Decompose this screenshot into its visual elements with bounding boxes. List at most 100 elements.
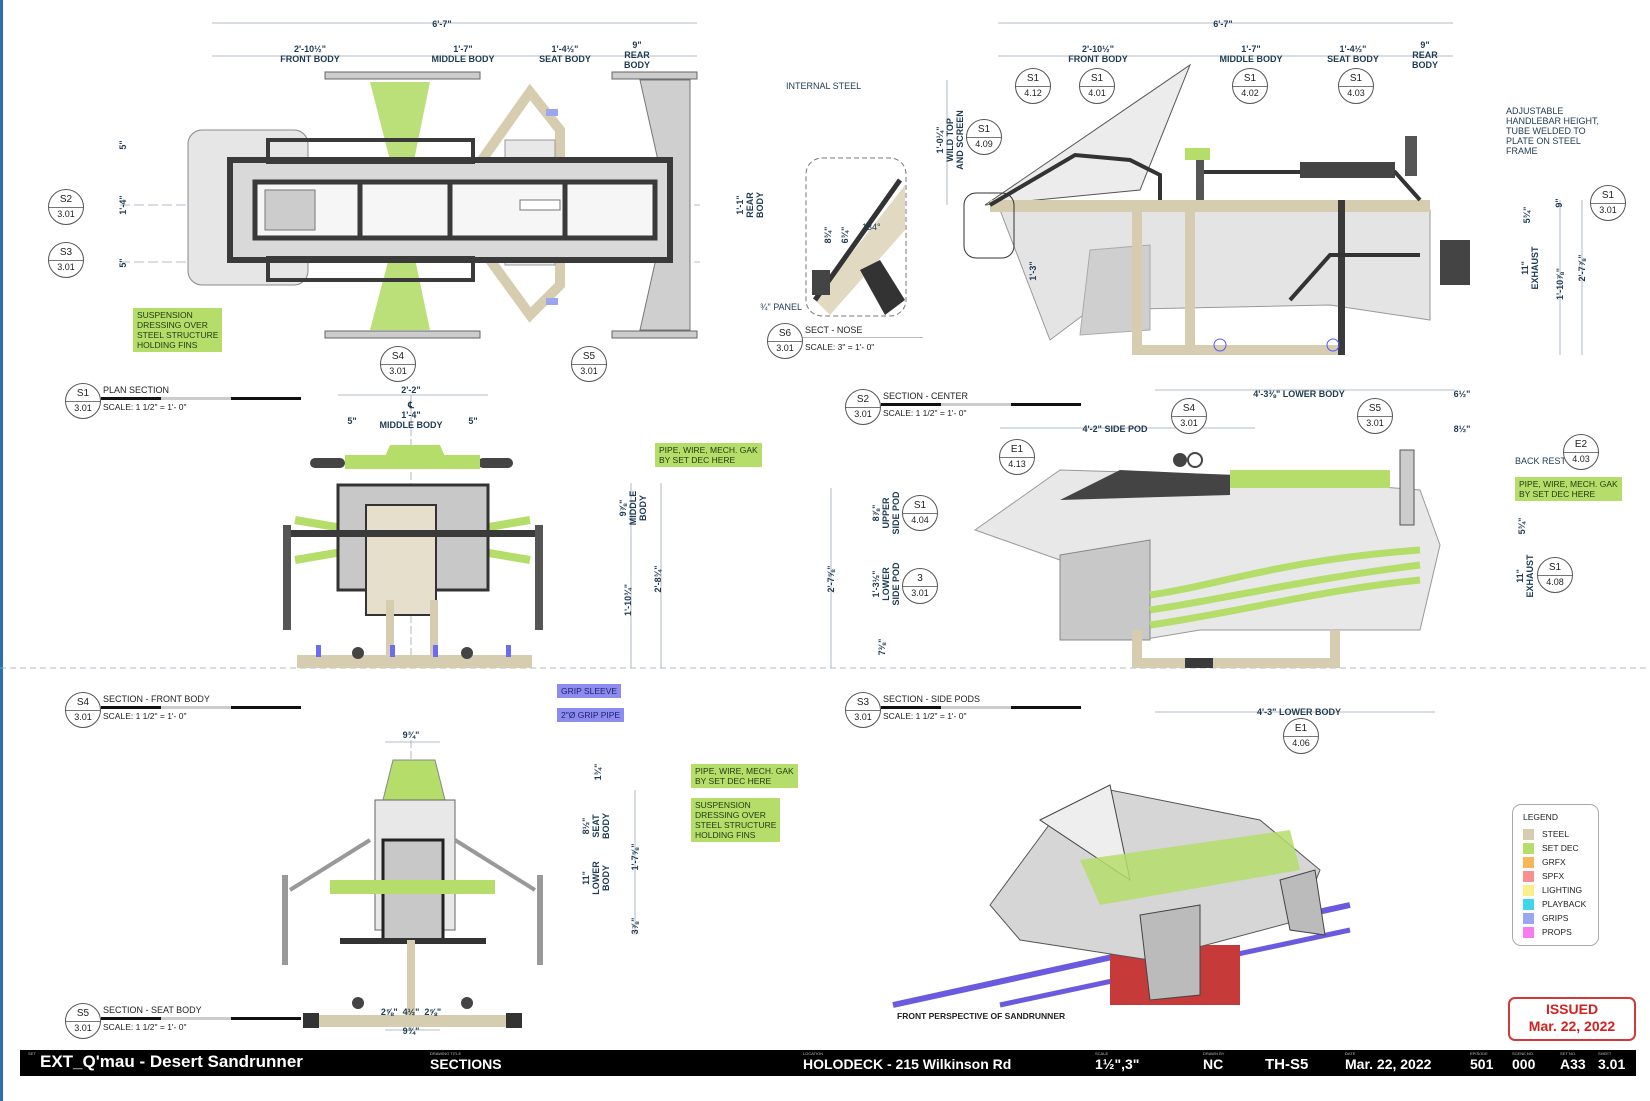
pods-dim-exhaust: 11" EXHAUST (1515, 554, 1535, 598)
pods-dim-upper: 8⅞" UPPER SIDE POD (871, 491, 901, 535)
note-handlebar: ADJUSTABLE HANDLEBAR HEIGHT, TUBE WELDED… (1506, 106, 1600, 156)
sheet-code: TH-S5 (1265, 1056, 1309, 1073)
legend-item: GRIPS (1523, 913, 1568, 925)
center-dim-9: 9" (1554, 198, 1564, 208)
center-dim-1-3: 1'-3" (1028, 261, 1038, 281)
section-name: PLAN SECTION (103, 385, 170, 395)
callout-sheet: 3.01 (572, 364, 606, 378)
issued-stamp: ISSUED Mar. 22, 2022 (1508, 997, 1636, 1041)
callout-sheet: 4.08 (1538, 575, 1572, 589)
center-dim-front-body: 2'-10½" FRONT BODY (1068, 44, 1128, 64)
nose-dim-1: 8¾" (823, 226, 833, 244)
section-sheet: 3.01 (846, 710, 880, 724)
pods-dim-side-pod: 4'-2" SIDE POD (1082, 424, 1148, 434)
section-id: S5 (76, 1008, 90, 1019)
pods-dim-8-1-2: 8½" (1453, 424, 1471, 434)
callout-sheet: 3.01 (1172, 416, 1206, 430)
callout-sheet: 4.02 (1233, 86, 1267, 100)
note-grip-pipe: 2"Ø GRIP PIPE (557, 708, 625, 722)
section-id: S1 (76, 388, 90, 399)
scale-caption: SCALE (1095, 1051, 1109, 1056)
drawn-by: NC (1203, 1056, 1224, 1072)
section-id: S2 (856, 394, 870, 405)
callout-sheet: 3.01 (1358, 416, 1392, 430)
callout-id: E2 (1574, 439, 1588, 450)
seat-dim-height: 1'-7⅝" (630, 843, 640, 871)
plan-dim-seat-body: 1'-4½" SEAT BODY (539, 44, 591, 64)
section-bubble: S5 3.01 (65, 1003, 101, 1039)
section-sheet: 3.01 (768, 341, 802, 355)
front-dim-right-5: 5" (468, 416, 478, 426)
sheet-caption: SHEET (1598, 1051, 1612, 1056)
callout-s4-center[interactable]: S4 3.01 (1171, 398, 1207, 434)
set-no-caption: SET NO. (1560, 1051, 1576, 1056)
note-internal-steel: INTERNAL STEEL (786, 81, 862, 91)
callout-s5-center[interactable]: S5 3.01 (1357, 398, 1393, 434)
section-name: SECTION - SIDE PODS (883, 694, 981, 704)
section-scale: SCALE: 1 1/2" = 1'- 0" (883, 408, 967, 418)
pods-dim-bottom: 7⅜" (877, 638, 887, 656)
page-edge (0, 0, 3, 1101)
callout-id: S5 (1368, 403, 1382, 414)
callout-sheet: 4.03 (1339, 86, 1373, 100)
center-dim-seat-body: 1'-4½" SEAT BODY (1327, 44, 1379, 64)
plan-dim-overall: 6'-7" (432, 19, 452, 29)
callout-id: S1 (1026, 73, 1040, 84)
section-id: S6 (778, 328, 792, 339)
section-scale: SCALE: 1 1/2" = 1'- 0" (103, 402, 187, 412)
section-sheet: 3.01 (66, 710, 100, 724)
callout-sheet: 3.01 (49, 207, 83, 221)
section-id: S4 (76, 697, 90, 708)
callout-sheet: 4.01 (1080, 86, 1114, 100)
section-name: SECTION - SEAT BODY (103, 1005, 202, 1015)
pods-dim-height: 2'-7⅝" (826, 565, 836, 593)
callout-sheet: 4.12 (1016, 86, 1050, 100)
set-caption: SET (28, 1051, 36, 1056)
episode: 501 (1470, 1056, 1494, 1072)
title-block: SET EXT_Q'mau - Desert Sandrunner DRAWIN… (20, 1050, 1636, 1076)
legend-item: STEEL (1523, 829, 1569, 841)
seat-body-section-drawing (282, 759, 543, 1028)
center-section-drawing (963, 63, 1470, 355)
section-sheet: 3.01 (66, 1021, 100, 1035)
plan-dim-middle-body: 1'-7" MIDDLE BODY (431, 44, 495, 64)
plan-dim-rear-width: 1'-1" REAR BODY (735, 191, 765, 219)
front-dim-middle-height: 9⅞" MIDDLE BODY (618, 490, 648, 526)
callout-sheet: 3.01 (49, 260, 83, 274)
legend-label: STEEL (1542, 829, 1569, 839)
callout-id: S1 (913, 500, 927, 511)
date-caption: DATE (1345, 1051, 1356, 1056)
center-dim-exhaust: 11" EXHAUST (1520, 246, 1540, 290)
seat-dim-bottom: 9¾" (402, 1026, 420, 1036)
callout-s1-4-12[interactable]: S1 4.12 (1015, 68, 1051, 104)
sheet-number: 3.01 (1598, 1056, 1626, 1072)
nose-panel-label: ¾" PANEL (760, 302, 803, 312)
seat-dim-bottom-gap: 3⅞" (630, 917, 640, 935)
center-dim-2-7-7-8: 2'-7⅞" (1577, 254, 1587, 282)
side-pods-section-drawing (973, 449, 1441, 668)
scale-bar (803, 337, 923, 338)
legend-label: LIGHTING (1542, 885, 1583, 895)
section-scale: SCALE: 1 1/2" = 1'- 0" (103, 711, 187, 721)
callout-id: S4 (1182, 403, 1196, 414)
callout-sheet: 3.01 (1591, 203, 1625, 217)
perspective-drawing (892, 784, 1351, 1008)
callout-sheet: 3.01 (903, 586, 937, 600)
